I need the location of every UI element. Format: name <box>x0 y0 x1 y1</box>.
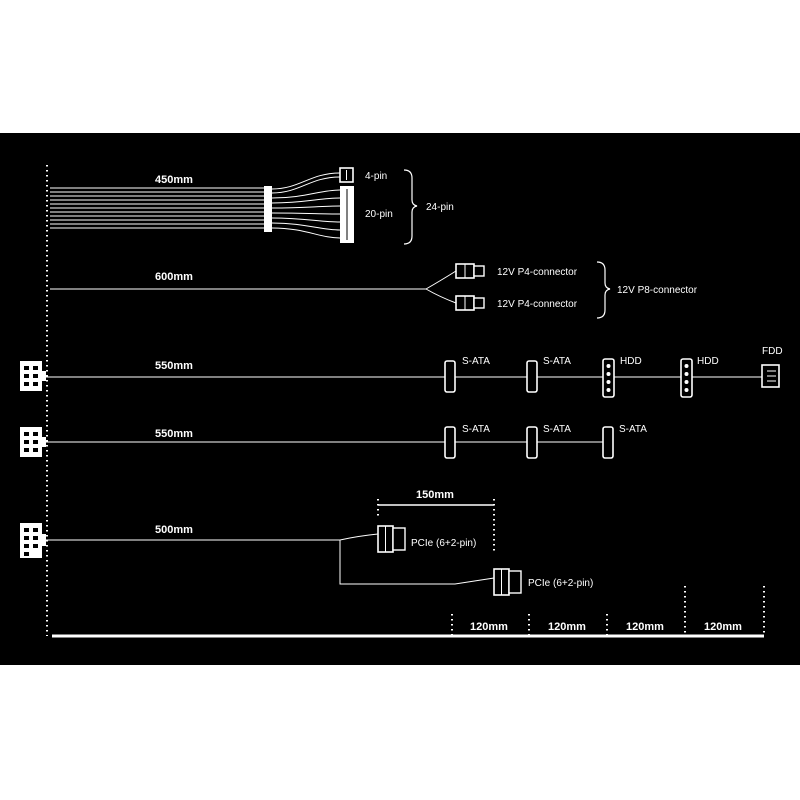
peripheral2-sata-label-3: S-ATA <box>619 424 647 435</box>
pcie-cable-length: 500mm <box>155 524 193 536</box>
cpu-p8-label: 12V P8-connector <box>617 285 698 296</box>
peripheral2-sata-label-2: S-ATA <box>543 424 571 435</box>
peripheral1-hdd-connector-2 <box>680 358 693 398</box>
peripheral1-fdd-connector <box>761 364 780 388</box>
atx-cable-length: 450mm <box>155 174 193 186</box>
peripheral1-fdd-label: FDD <box>762 346 783 357</box>
cpu-p4-label-bottom: 12V P4-connector <box>497 299 578 310</box>
pcie-cable: 500mm 150mm PCIe (6+2-pin) PCIe (6+2-pin… <box>20 489 593 596</box>
scale-segment-4-label: 120mm <box>704 621 742 633</box>
cpu-p8-brace <box>596 261 611 319</box>
cable-diagram-canvas: 450mm 4-pin 20-pin 24-pin 600mm 12V P4-c… <box>0 133 800 665</box>
peripheral1-hdd-label-1: HDD <box>620 356 642 367</box>
atx-cable: 450mm 4-pin 20-pin 24-pin <box>50 167 454 245</box>
cpu-cable: 600mm 12V P4-connector 12V P4-connector … <box>50 261 698 319</box>
cpu-cable-length: 600mm <box>155 271 193 283</box>
peripheral1-sata-label-1: S-ATA <box>462 356 490 367</box>
pcie-label-2: PCIe (6+2-pin) <box>528 578 593 589</box>
peripheral-cable-2: 550mm S-ATA S-ATA S-ATA <box>20 424 647 459</box>
cpu-p4-connector-top <box>455 263 485 279</box>
peripheral2-sata-connector-3 <box>602 426 614 459</box>
psu-modular-plug-3 <box>20 523 46 558</box>
scale-segment-2-label: 120mm <box>548 621 586 633</box>
peripheral1-hdd-label-2: HDD <box>697 356 719 367</box>
psu-modular-plug-1 <box>20 361 46 391</box>
peripheral2-sata-connector-2 <box>526 426 538 459</box>
psu-modular-plug-2 <box>20 427 46 457</box>
pcie-connector-2 <box>493 568 522 596</box>
cable-diagram: 450mm 4-pin 20-pin 24-pin 600mm 12V P4-c… <box>20 165 783 638</box>
pcie-connector-1 <box>377 525 406 553</box>
cpu-p4-connector-bottom <box>455 295 485 311</box>
atx-24pin-brace <box>403 169 418 245</box>
peripheral1-hdd-connector-1 <box>602 358 615 398</box>
pcie-spacing-dimension <box>377 499 495 552</box>
pcie-spacing-label: 150mm <box>416 489 454 501</box>
peripheral2-cable-length: 550mm <box>155 428 193 440</box>
peripheral1-sata-connector-1 <box>444 360 456 393</box>
peripheral1-cable-length: 550mm <box>155 360 193 372</box>
peripheral1-sata-label-2: S-ATA <box>543 356 571 367</box>
scale-segment-3-label: 120mm <box>626 621 664 633</box>
peripheral-cable-1: 550mm S-ATA S-ATA HDD HDD FDD <box>20 346 783 398</box>
atx-20pin-label: 20-pin <box>365 209 393 220</box>
peripheral2-sata-connector-1 <box>444 426 456 459</box>
scale-bar: 120mm 120mm 120mm 120mm <box>52 586 765 638</box>
pcie-label-1: PCIe (6+2-pin) <box>411 538 476 549</box>
cpu-p4-label-top: 12V P4-connector <box>497 267 578 278</box>
atx-wire-bundle <box>50 187 265 229</box>
scale-segment-1-label: 120mm <box>470 621 508 633</box>
atx-cable-sleeve <box>264 186 272 232</box>
atx-fanout-wires <box>271 172 341 239</box>
atx-24pin-label: 24-pin <box>426 202 454 213</box>
peripheral1-sata-connector-2 <box>526 360 538 393</box>
peripheral2-sata-label-1: S-ATA <box>462 424 490 435</box>
atx-4pin-label: 4-pin <box>365 171 387 182</box>
